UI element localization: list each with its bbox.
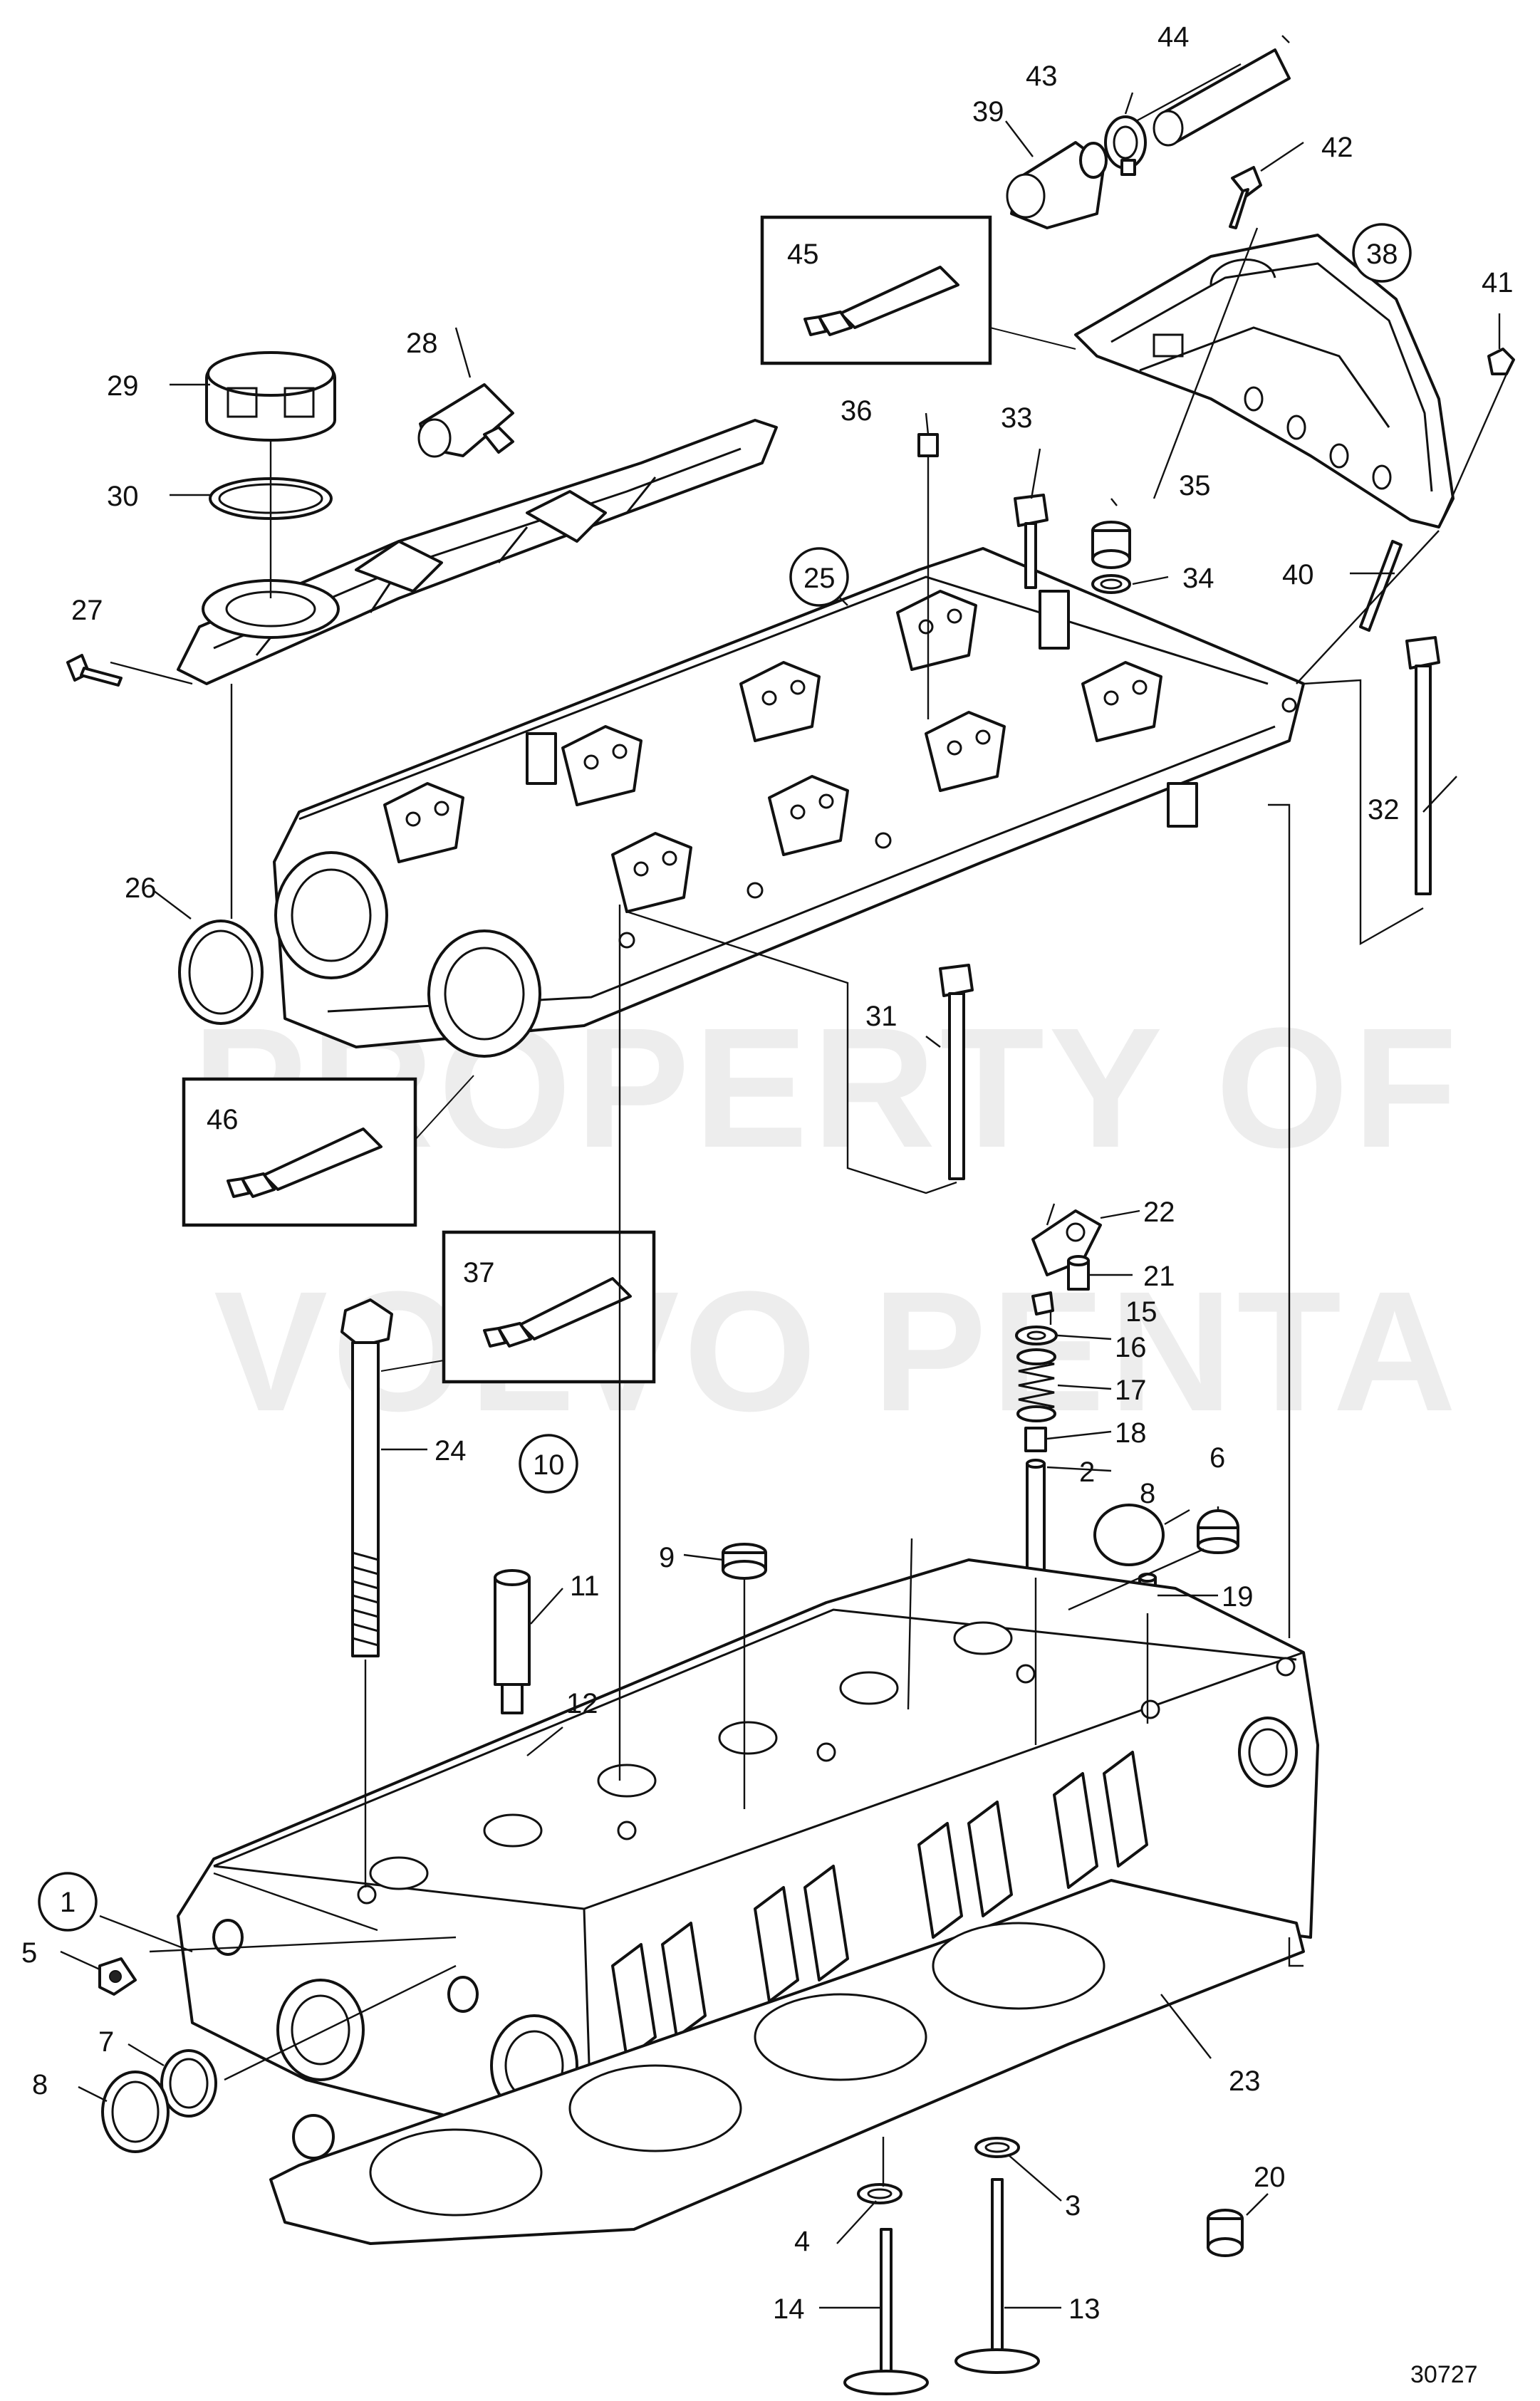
label-34: 34 xyxy=(1182,563,1214,594)
label-7: 7 xyxy=(98,2026,114,2058)
label-36: 36 xyxy=(841,395,873,427)
valve-guide-2 xyxy=(1026,1459,1046,1579)
label-21: 21 xyxy=(1143,1261,1175,1292)
label-24: 24 xyxy=(435,1435,467,1467)
hydraulic-tappet-21 xyxy=(1067,1255,1090,1291)
label-40: 40 xyxy=(1282,559,1314,590)
injector-sleeve-11 xyxy=(494,1569,531,1714)
label-26: 26 xyxy=(125,873,157,904)
label-43: 43 xyxy=(1026,61,1058,92)
label-27: 27 xyxy=(71,595,103,626)
label-25: 25 xyxy=(803,563,836,594)
sealant-box-45 xyxy=(760,215,1076,365)
label-38: 38 xyxy=(1366,239,1398,270)
intake-cover-rail xyxy=(177,419,778,685)
figure-number: 30727 xyxy=(1410,2361,1478,2388)
label-3: 3 xyxy=(1065,2190,1081,2222)
sealant-box-46 xyxy=(182,1075,474,1227)
elbow-fitting-39 xyxy=(1006,141,1108,229)
label-circles xyxy=(38,223,1412,1932)
plug-20 xyxy=(1207,2209,1244,2257)
plug-8-bottom xyxy=(101,2071,170,2153)
label-18: 18 xyxy=(1115,1417,1147,1449)
label-4: 4 xyxy=(794,2226,810,2257)
label-29: 29 xyxy=(107,370,139,402)
label-45: 45 xyxy=(787,239,819,270)
nut-41 xyxy=(1487,348,1515,375)
label-14: 14 xyxy=(773,2293,805,2325)
plug-35 xyxy=(1091,521,1131,569)
plug-8-top xyxy=(1093,1504,1165,1566)
label-8-top: 8 xyxy=(1140,1478,1155,1509)
valve-seat-3 xyxy=(974,2137,1020,2158)
label-15: 15 xyxy=(1125,1296,1157,1328)
label-6: 6 xyxy=(1209,1442,1225,1474)
valve-spring-17 xyxy=(1016,1348,1056,1422)
valve-collet-15 xyxy=(1031,1291,1054,1316)
label-11: 11 xyxy=(570,1571,600,1602)
seal-ring-26 xyxy=(178,920,264,1025)
bolt-31 xyxy=(939,964,974,1180)
label-28: 28 xyxy=(406,328,438,359)
hose-clamp-43 xyxy=(1104,115,1147,176)
plug-5 xyxy=(98,1957,137,1996)
hose-44 xyxy=(1153,48,1291,147)
sleeve-9 xyxy=(722,1543,767,1580)
label-30: 30 xyxy=(107,481,139,512)
label-16: 16 xyxy=(1115,1332,1147,1363)
label-46: 46 xyxy=(207,1104,239,1135)
oil-filler-cap-29 xyxy=(205,351,336,442)
pin-36 xyxy=(917,433,939,457)
bolt-33 xyxy=(1014,494,1049,589)
stud-40 xyxy=(1359,540,1403,632)
label-41: 41 xyxy=(1482,267,1514,298)
label-42: 42 xyxy=(1321,132,1353,163)
washer-34 xyxy=(1091,574,1131,594)
watermark-line-2: VOLVO PENTA xyxy=(214,1256,1461,1447)
leader-lines xyxy=(60,35,1508,2309)
label-20: 20 xyxy=(1254,2162,1286,2193)
label-35: 35 xyxy=(1179,470,1211,501)
label-37: 37 xyxy=(463,1257,495,1288)
label-10: 10 xyxy=(533,1449,565,1481)
plug-6 xyxy=(1197,1509,1239,1554)
label-2: 2 xyxy=(1079,1457,1095,1488)
part-labels: 44 43 39 42 38 41 45 29 28 36 33 35 30 3… xyxy=(21,21,1514,2388)
label-12: 12 xyxy=(566,1688,598,1719)
label-5: 5 xyxy=(21,1937,37,1969)
label-13: 13 xyxy=(1068,2293,1101,2325)
screw-27 xyxy=(66,654,123,687)
spring-retainer-16 xyxy=(1015,1326,1058,1345)
camshaft-carrier-25 xyxy=(273,547,1305,1058)
valve-cover-38 xyxy=(1074,234,1455,528)
bolt-32 xyxy=(1405,636,1440,895)
label-9: 9 xyxy=(659,1542,675,1573)
label-22: 22 xyxy=(1143,1197,1175,1228)
seal-ring-7 xyxy=(160,2049,217,2118)
valve-seat-4 xyxy=(857,2183,902,2204)
label-39: 39 xyxy=(972,96,1004,127)
label-1: 1 xyxy=(60,1887,76,1918)
label-17: 17 xyxy=(1115,1375,1147,1406)
valve-stem-seal-18 xyxy=(1024,1427,1047,1452)
head-gasket-23 xyxy=(269,1879,1305,2245)
cylinder-head-bolt-24 xyxy=(340,1298,393,1657)
label-23: 23 xyxy=(1229,2066,1261,2097)
label-31: 31 xyxy=(865,1001,898,1032)
exhaust-valve-14 xyxy=(843,2228,929,2395)
label-44: 44 xyxy=(1157,21,1190,53)
label-8-bottom: 8 xyxy=(32,2069,48,2100)
oil-filler-neck xyxy=(202,579,340,639)
label-19: 19 xyxy=(1222,1581,1254,1613)
label-33: 33 xyxy=(1001,402,1033,434)
intake-valve-13 xyxy=(954,2178,1040,2374)
cylinder-head-1 xyxy=(177,1558,1319,2160)
connector-28 xyxy=(417,383,514,458)
label-32: 32 xyxy=(1368,794,1400,825)
bolt-42 xyxy=(1229,166,1262,229)
